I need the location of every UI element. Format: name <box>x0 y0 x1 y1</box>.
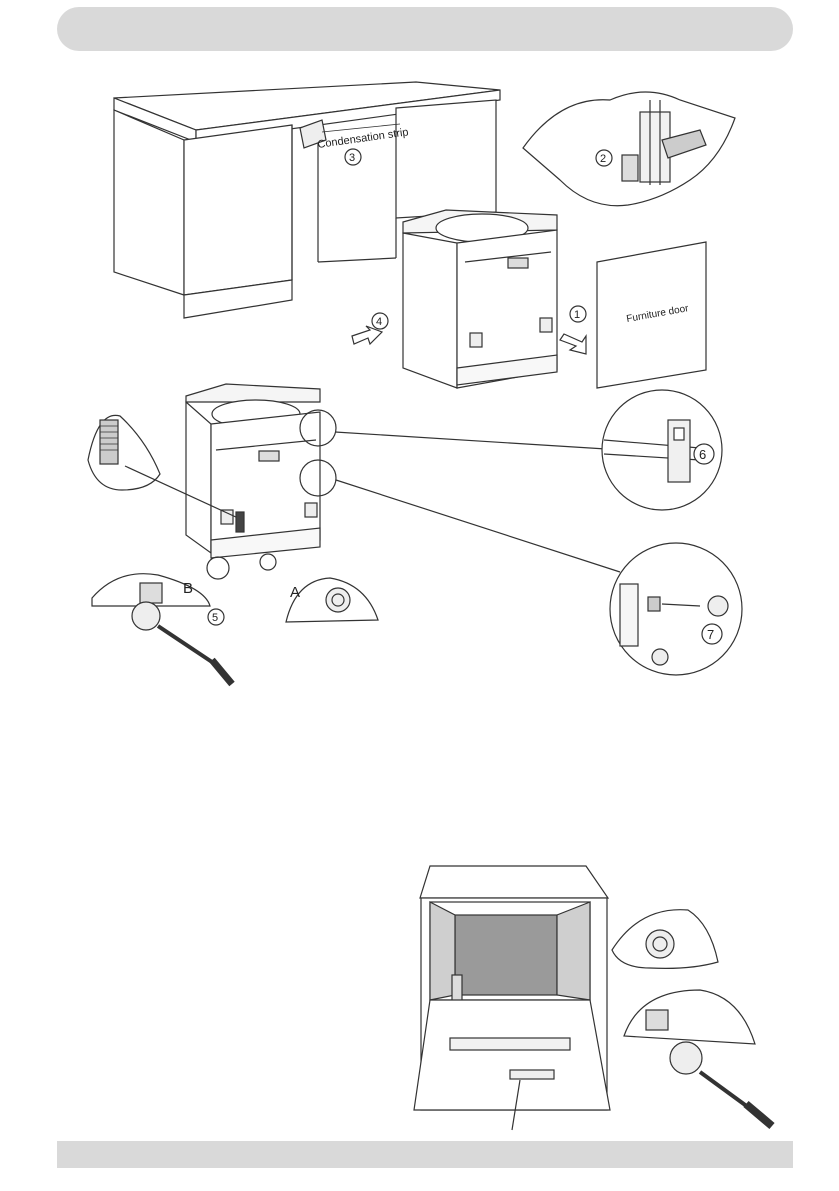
condensation-strip-label: Condensation strip <box>317 126 410 151</box>
step-6-label: 6 <box>699 447 706 462</box>
step-3-label: 3 <box>349 152 355 164</box>
step-5-label: 5 <box>212 612 218 624</box>
dishwasher-front-view <box>186 384 320 558</box>
hinge-detail <box>523 92 735 206</box>
detail-b-label: B <box>183 580 193 597</box>
step-1-label: 1 <box>574 309 580 321</box>
step-7-label: 7 <box>707 627 714 642</box>
foot-adjust-detail <box>624 990 755 1044</box>
open-dishwasher <box>414 866 610 1130</box>
detail-a-label: A <box>290 584 300 601</box>
adjustable-foot-detail <box>88 415 160 490</box>
step-4-label: 4 <box>376 316 382 328</box>
dishwasher-top-view <box>403 210 557 388</box>
step-2-label: 2 <box>600 153 606 165</box>
